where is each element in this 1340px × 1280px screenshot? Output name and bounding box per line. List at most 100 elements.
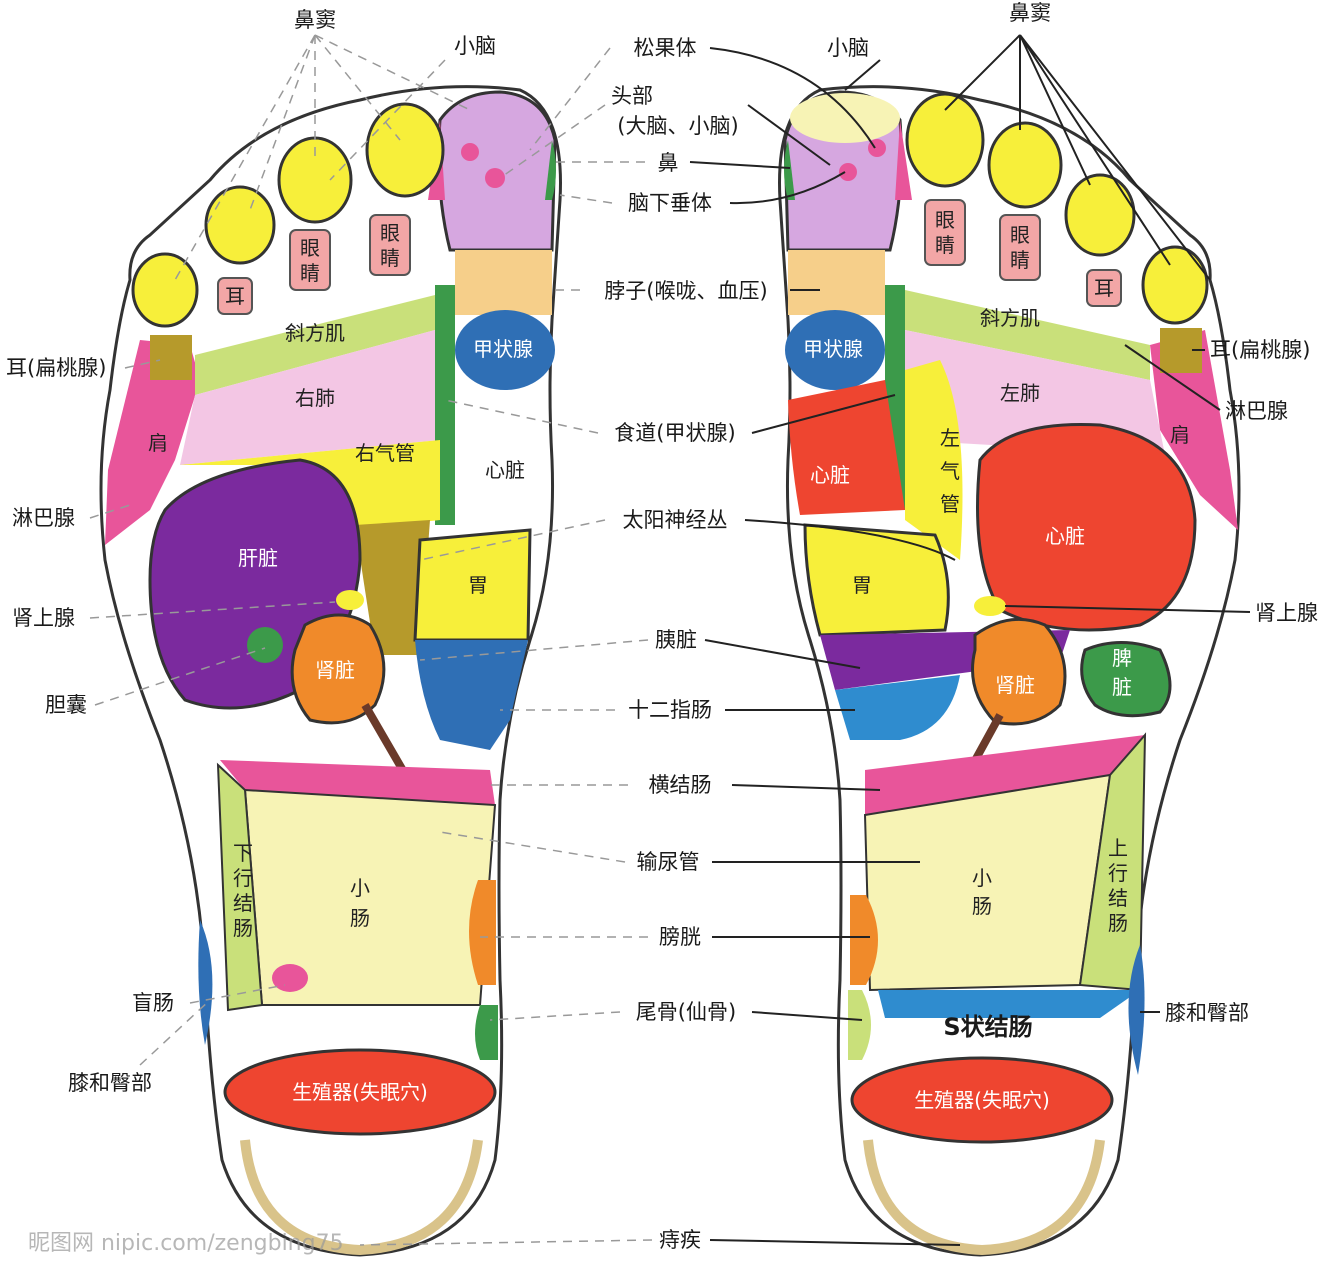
left-adrenal	[974, 596, 1006, 616]
label-bladder: 膀胱	[659, 925, 701, 949]
label-coccyx: 尾骨(仙骨)	[636, 1000, 736, 1024]
label-lymph-right: 淋巴腺	[12, 506, 75, 530]
label-pancreas: 胰脏	[655, 628, 697, 652]
right-tonsil-zone	[150, 335, 192, 380]
left-lung-label: 左肺	[1000, 381, 1040, 405]
left-pituitary-dot	[839, 163, 857, 181]
left-small-int-label-1: 小	[972, 866, 992, 890]
right-stomach-label: 胃	[468, 573, 488, 597]
label-lymph-left: 淋巴腺	[1225, 399, 1288, 423]
leader-lines	[89, 34, 1251, 1246]
left-asc-colon-3: 结	[1108, 886, 1128, 910]
left-shoulder-label: 肩	[1170, 423, 1190, 447]
right-small-int-label-2: 肠	[350, 906, 370, 930]
label-head: 头部	[611, 84, 653, 108]
label-cerebellum-left: 小脑	[827, 36, 869, 60]
left-bronchus-2: 气	[940, 459, 960, 483]
left-toe-5	[1141, 245, 1209, 325]
left-knee-hip	[1128, 945, 1145, 1075]
right-desc-colon-3: 结	[233, 891, 253, 915]
left-ear-box	[1086, 269, 1122, 307]
left-trapezius-region	[905, 290, 1150, 380]
label-duodenum: 十二指肠	[628, 698, 712, 722]
right-desc-colon-4: 肠	[233, 916, 253, 940]
label-cerebellum-right: 小脑	[454, 34, 496, 58]
left-asc-colon-4: 肠	[1108, 911, 1128, 935]
label-sinus-right: 鼻窦	[294, 8, 336, 32]
label-nose: 鼻	[658, 151, 679, 175]
left-big-toe-edge	[895, 120, 912, 200]
left-thyroid-region	[785, 310, 885, 390]
right-eye-label-2b: 睛	[380, 246, 400, 270]
right-knee-hip	[198, 920, 213, 1045]
left-transverse-colon	[865, 735, 1145, 815]
label-sinus-left: 鼻窦	[1009, 1, 1051, 25]
left-s-colon-region	[878, 990, 1140, 1018]
right-trapezius-region	[195, 295, 435, 395]
right-desc-colon-1: 下	[233, 841, 253, 865]
right-neck-zone	[455, 250, 552, 315]
left-heart-medial-label: 心脏	[810, 463, 850, 487]
left-kidney-label: 肾脏	[995, 673, 1035, 697]
left-s-colon-label: S状结肠	[943, 1013, 1032, 1041]
left-spleen-1: 脾	[1112, 646, 1132, 670]
right-toe-5	[131, 252, 199, 328]
right-reproductive-region	[223, 1048, 497, 1136]
left-heart-medial	[788, 380, 905, 515]
right-foot: 肩 甲状腺 眼 睛 眼 睛 耳 斜方肌 右肺 心	[99, 85, 562, 1257]
left-stomach-region	[803, 523, 950, 637]
left-heart-region	[976, 422, 1197, 632]
left-bronchus-region	[905, 360, 963, 560]
right-toe-4	[204, 185, 276, 265]
left-coccyx	[848, 990, 871, 1060]
right-bronchus-label: 右气管	[355, 441, 415, 465]
left-ear-label: 耳	[1094, 276, 1114, 300]
right-ear-box	[217, 277, 253, 315]
left-bronchus-1: 左	[940, 426, 960, 450]
left-asc-colon-1: 上	[1108, 836, 1128, 860]
right-mid-olive	[355, 520, 430, 655]
label-hemorrhoids: 痔疾	[659, 1228, 701, 1252]
right-thyroid-region	[455, 310, 555, 390]
right-lung-label: 右肺	[295, 386, 335, 410]
right-bladder	[469, 880, 496, 985]
right-shoulder-region	[105, 340, 200, 545]
right-transverse-colon	[220, 760, 495, 805]
right-toe-2	[365, 102, 445, 198]
label-pituitary: 脑下垂体	[628, 191, 712, 215]
label-cecum: 盲肠	[132, 991, 174, 1015]
label-adrenal-left: 肾上腺	[1255, 601, 1318, 625]
label-transverse-colon: 横结肠	[649, 773, 712, 797]
left-bronchus-3: 管	[940, 492, 960, 516]
label-pineal: 松果体	[634, 36, 697, 60]
left-hemorrhoid-arc	[863, 1139, 1105, 1256]
left-eye-label-1b: 睛	[935, 233, 955, 257]
watermark: 昵图网 nipic.com/zengbing75	[28, 1231, 344, 1256]
left-reproductive-label: 生殖器(失眠穴)	[914, 1088, 1050, 1112]
right-nose-zone	[545, 140, 556, 200]
right-coccyx	[475, 1005, 498, 1060]
left-eye-label-2b: 睛	[1010, 248, 1030, 272]
right-eye-label-1a: 眼	[300, 236, 320, 260]
right-thyroid-label: 甲状腺	[473, 337, 533, 361]
left-thyroid-label: 甲状腺	[803, 337, 863, 361]
right-cecum	[272, 964, 308, 992]
right-descending-colon	[216, 762, 264, 1012]
right-pancreas-zone	[415, 640, 528, 750]
left-toe-3	[987, 121, 1063, 209]
left-small-int-label-2: 肠	[972, 894, 992, 918]
right-ear-label: 耳	[225, 284, 245, 308]
label-adrenal-right: 肾上腺	[12, 606, 75, 630]
left-toe-2	[905, 92, 985, 188]
right-adrenal	[336, 590, 364, 610]
labels: 鼻窦 鼻窦 小脑 小脑 松果体 头部 (大脑、小脑) 鼻 脑下垂体 脖子(喉咙、…	[6, 1, 1318, 1256]
label-ear-tonsil-left: 耳(扁桃腺)	[1210, 338, 1310, 362]
left-cerebellum-zone	[790, 93, 900, 143]
label-neck: 脖子(喉咙、血压)	[604, 279, 767, 303]
left-reproductive-region	[850, 1056, 1114, 1144]
right-gallbladder	[247, 627, 283, 663]
left-kidney-region	[971, 617, 1067, 726]
label-solar-plexus: 太阳神经丛	[623, 508, 728, 532]
left-stomach-label: 胃	[852, 573, 872, 597]
